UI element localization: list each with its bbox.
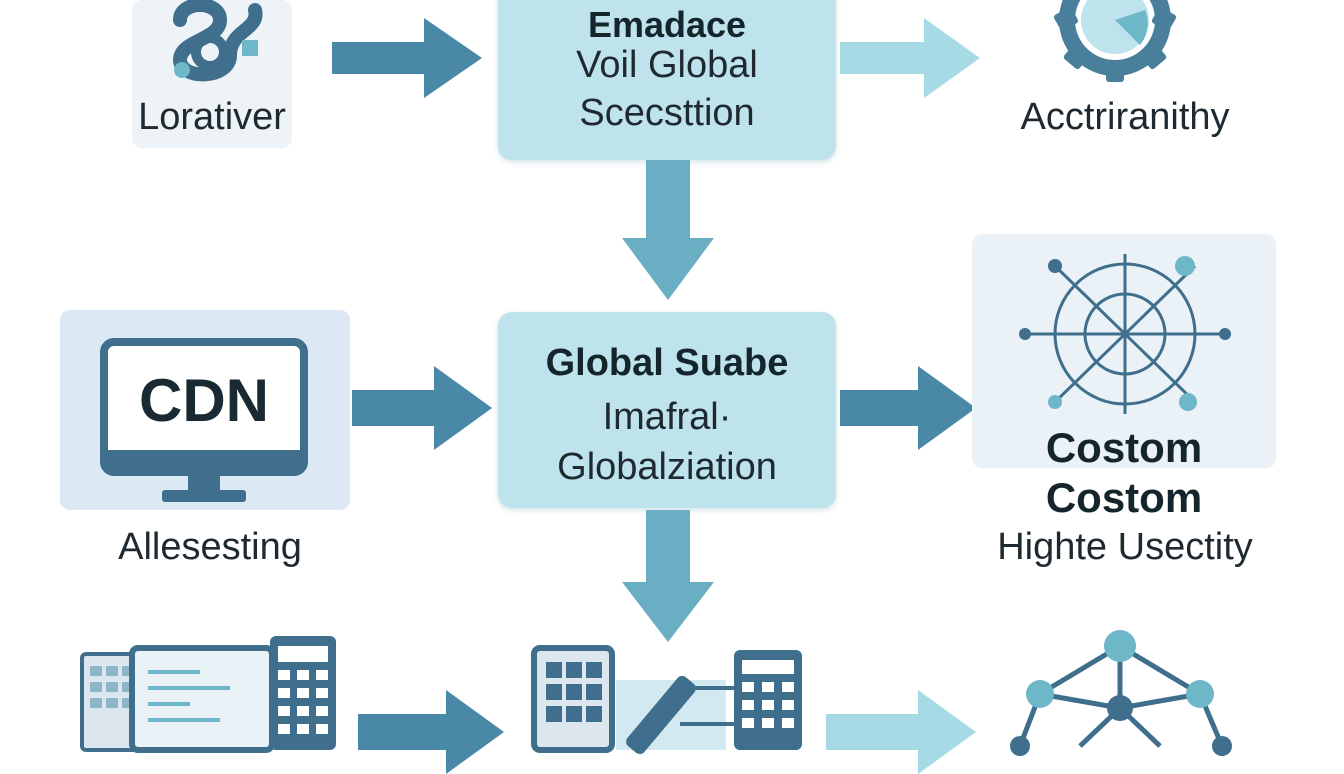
- top-left-label: Lorativer: [138, 96, 286, 138]
- arrow-middle-right: [840, 366, 976, 450]
- middle-right-label: Highte Usectity: [997, 526, 1253, 568]
- middle-left-label: Allesesting: [118, 526, 302, 568]
- network-wheel-icon: [1019, 254, 1231, 414]
- gear-icon: [1053, 0, 1177, 82]
- arrow-down-top: [622, 160, 714, 300]
- top-center-title: Emadace: [587, 4, 747, 45]
- arrow-down-middle: [622, 510, 714, 642]
- middle-right-title1: Costom: [1045, 424, 1203, 471]
- top-center-line2: Scecsttion: [579, 92, 755, 134]
- middle-center-title: Global Suabe: [545, 342, 789, 384]
- knot-icon: [172, 0, 263, 82]
- arrow-top-right: [840, 18, 980, 98]
- arrow-bottom-right: [826, 690, 976, 774]
- arrow-bottom-left: [358, 690, 504, 774]
- middle-right-title2: Costom: [1045, 474, 1203, 521]
- middle-center-line1: Imafral·: [602, 396, 732, 438]
- cdn-text: CDN: [139, 367, 269, 434]
- middle-center-box: Global Suabe Imafral· Globalziation: [498, 312, 836, 508]
- computer-monitor-icon: [100, 338, 308, 502]
- top-right-label: Acctriranithy: [1020, 96, 1230, 138]
- devices-icon: [80, 636, 336, 753]
- middle-center-line2: Globalziation: [557, 446, 777, 488]
- node-network-icon: [1010, 630, 1232, 756]
- arrow-top-left: [332, 18, 482, 98]
- top-center-line1: Voil Global: [576, 44, 758, 86]
- tablet-calculator-icon: [531, 645, 802, 755]
- arrow-middle-left: [352, 366, 492, 450]
- top-center-box: Emadace Voil Global Scecsttion: [498, 0, 836, 160]
